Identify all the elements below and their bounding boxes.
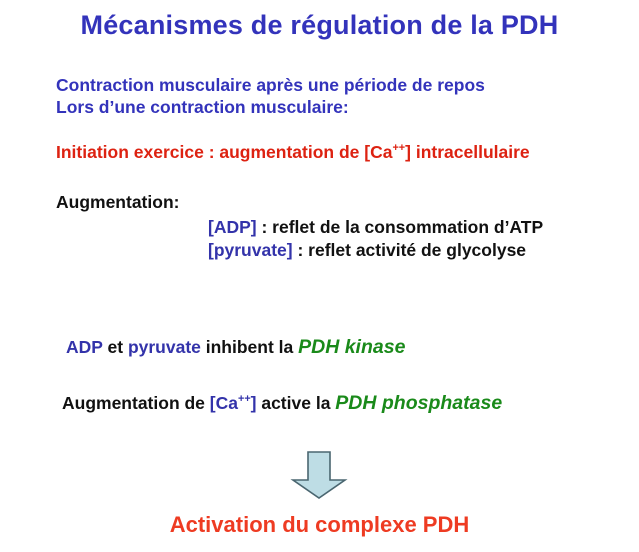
down-arrow-svg bbox=[290, 451, 348, 499]
augmentation-header: Augmentation: bbox=[56, 192, 180, 212]
conclusion-text: Activation du complexe PDH bbox=[169, 512, 470, 537]
enzyme-pdh-kinase: PDH kinase bbox=[298, 336, 406, 358]
pyruvate-label: [pyruvate] bbox=[208, 240, 293, 260]
arrow-shape bbox=[290, 451, 348, 499]
subtitle-line-1: Contraction musculaire après une période… bbox=[56, 75, 485, 95]
page-title: Mécanismes de régulation de la PDH bbox=[80, 10, 559, 40]
initiation-prefix: Initiation exercice : augmentation de bbox=[56, 142, 365, 162]
subtitle-line-2: Lors d’une contraction musculaire: bbox=[56, 97, 349, 117]
augmentation-item-adp: [ADP] : reflet de la consommation d’ATP bbox=[208, 217, 543, 238]
activation-prefix: Augmentation de bbox=[62, 393, 210, 413]
calcium-superscript-2: ++ bbox=[237, 393, 251, 406]
initiation-suffix: intracellulaire bbox=[410, 142, 530, 162]
inhibition-statement: ADP et pyruvate inhibent la PDH kinase bbox=[66, 336, 405, 359]
augmentation-item-pyruvate: [pyruvate] : reflet activité de glycolys… bbox=[208, 240, 526, 261]
down-arrow-icon bbox=[289, 450, 349, 500]
adp-description: : reflet de la consommation d’ATP bbox=[256, 217, 544, 237]
initiation-exercise-line: Initiation exercice : augmentation de [C… bbox=[56, 142, 530, 163]
calcium-superscript: ++ bbox=[392, 142, 406, 155]
pyruvate-description: : reflet activité de glycolyse bbox=[292, 240, 527, 260]
inhibition-verb: inhibent la bbox=[200, 337, 299, 357]
activation-verb: active la bbox=[256, 393, 336, 413]
calcium-bracket-close-2: ] bbox=[250, 393, 257, 413]
calcium-bracket-open: [Ca bbox=[364, 142, 393, 162]
enzyme-pdh-phosphatase: PDH phosphatase bbox=[335, 392, 503, 414]
inhibition-conjunction: et bbox=[102, 337, 128, 357]
calcium-bracket-close: ] bbox=[405, 142, 411, 162]
calcium-bracket-open-2: [Ca bbox=[209, 393, 238, 413]
adp-label: [ADP] bbox=[208, 217, 257, 237]
inhibition-adp: ADP bbox=[66, 337, 103, 357]
activation-statement: Augmentation de [Ca++] active la PDH pho… bbox=[62, 392, 502, 415]
inhibition-pyruvate: pyruvate bbox=[127, 337, 201, 357]
